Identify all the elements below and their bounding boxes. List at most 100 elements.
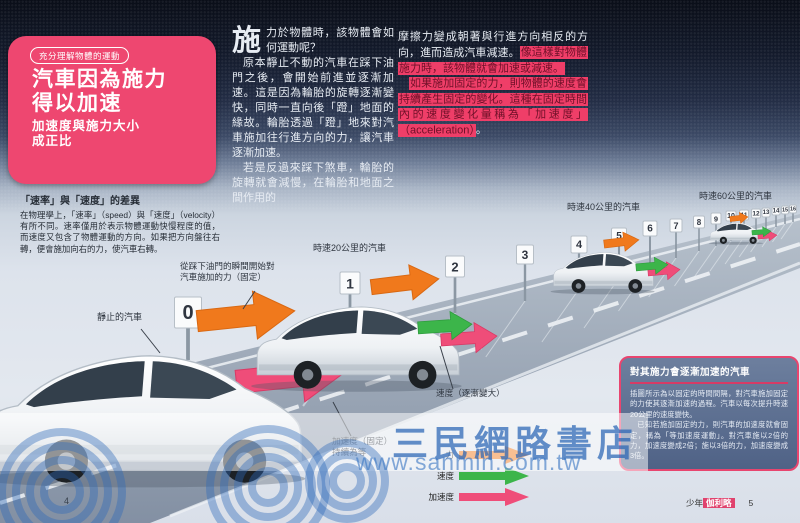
sign-plate bbox=[693, 215, 705, 229]
intro-paragraph-1: 原本靜止不動的汽車在踩下油門之後，會開始前進並逐漸加速。這是因為輪胎的旋轉逐漸變… bbox=[232, 57, 394, 159]
sign-number: 9 bbox=[714, 215, 718, 224]
sign-number: 16 bbox=[790, 207, 796, 213]
speed-arrow-car2 bbox=[417, 310, 473, 341]
sign-plate bbox=[771, 206, 781, 216]
sign-plate bbox=[789, 204, 797, 214]
page-subtitle-line1: 加速度與施力大小 bbox=[32, 119, 141, 133]
sign-number: 4 bbox=[576, 239, 583, 251]
acceleration-arrow-car2 bbox=[440, 321, 498, 354]
info-box-paragraph-1: 插圖所示為以固定的時間間隔，對汽車施加固定的力使其逐漸加速的過程。汽車以每次提升… bbox=[630, 389, 788, 419]
sign-number: 1 bbox=[346, 276, 354, 292]
road-tick-mark bbox=[780, 221, 794, 240]
legend-row-速度: 速度 bbox=[408, 467, 533, 485]
car-label-60kmh: 時速60公里的汽車 bbox=[699, 191, 773, 201]
legend-arrow bbox=[459, 488, 529, 506]
road-tick-mark bbox=[709, 240, 732, 272]
watermark-store-name: 三民網路書店 bbox=[392, 424, 639, 464]
watermark-band bbox=[0, 413, 648, 471]
series-name: 伽利略 bbox=[703, 498, 735, 508]
sign-number: 15 bbox=[782, 208, 788, 214]
road-tick-mark bbox=[541, 288, 580, 343]
legend-label: 速度 bbox=[436, 471, 454, 481]
force-arrow-car2 bbox=[369, 264, 440, 301]
car-label-20kmh: 時速20公里的汽車 bbox=[313, 243, 387, 253]
intro-lead: 施力於物體時，該物體會如何運動呢？ bbox=[232, 25, 394, 57]
page-number-left: 4 bbox=[64, 496, 70, 506]
road-tick-mark bbox=[583, 277, 620, 329]
continued-paragraph-1: 摩擦力變成朝著與行進方向相反的方向，進而造成汽車減速。像這樣對物體施力時，該物體… bbox=[398, 31, 588, 75]
milepost-12: 12 bbox=[738, 208, 761, 258]
info-box-paragraph-2: 已知若施加固定的力，則汽車的加速度就會固定，稱為「等加速度運動」。對汽車施以2倍… bbox=[630, 420, 788, 460]
info-box-title: 對其施力會逐漸加速的汽車 bbox=[630, 367, 751, 378]
sign-number: 14 bbox=[773, 209, 780, 215]
sign-number: 3 bbox=[522, 248, 529, 262]
page-title-line2: 得以加速 bbox=[32, 92, 122, 115]
speed-arrow-car3 bbox=[635, 256, 669, 275]
road-tick-mark bbox=[674, 250, 700, 287]
car-label-40kmh: 時速40公里的汽車 bbox=[567, 202, 641, 212]
speed-vs-velocity-note: 「速率」與「速度」的差異 在物理學上，「速率」（speed）與「速度」（velo… bbox=[20, 192, 220, 255]
series-prefix: 少年 bbox=[686, 498, 704, 508]
sign-plate bbox=[710, 212, 722, 225]
milepost-8: 8 bbox=[674, 215, 705, 287]
speed-callout: 速度（逐漸變大） bbox=[436, 388, 505, 398]
sign-plate bbox=[642, 220, 658, 237]
sign-number: 7 bbox=[673, 221, 678, 231]
sign-number: 0 bbox=[182, 302, 193, 324]
continued-column: 摩擦力變成朝著與行進方向相反的方向，進而造成汽車減速。像這樣對物體施力時，該物體… bbox=[398, 30, 588, 139]
sign-plate bbox=[339, 271, 361, 295]
page-subtitle-line2: 成正比 bbox=[32, 134, 73, 148]
watermark-url: www.sanmin.com.tw bbox=[356, 449, 582, 475]
intro-column: 施力於物體時，該物體會如何運動呢？ 原本靜止不動的汽車在踩下油門之後，會開始前進… bbox=[232, 26, 394, 206]
continued-paragraph-2: 如果施加固定的力，則物體的速度會持續產生固定的變化。這種在固定時間內的速度變化量… bbox=[398, 77, 588, 137]
info-box-rule bbox=[630, 382, 788, 384]
stationary-callout-line bbox=[140, 328, 161, 354]
milepost-16: 16 bbox=[780, 204, 797, 240]
sign-plate bbox=[781, 205, 789, 215]
sign-number: 13 bbox=[763, 210, 770, 216]
milepost-15: 15 bbox=[771, 205, 789, 243]
page-title: 汽車因為施力 得以加速 bbox=[32, 68, 167, 116]
sign-plate bbox=[669, 218, 683, 233]
drop-cap: 施 bbox=[232, 25, 262, 57]
road-tick-mark bbox=[724, 236, 745, 265]
milepost-3: 3 bbox=[485, 244, 534, 358]
road-tick-mark bbox=[771, 223, 786, 243]
speed-callout-line bbox=[439, 345, 454, 390]
force-callout-line bbox=[242, 290, 256, 310]
milepost-13: 13 bbox=[750, 207, 771, 253]
acceleration-arrow-car3 bbox=[647, 261, 681, 281]
milepost-9: 9 bbox=[692, 212, 722, 280]
sign-plate bbox=[516, 244, 534, 265]
sign-number: 12 bbox=[752, 211, 760, 218]
speed-arrow-car4 bbox=[751, 226, 772, 238]
acceleration-arrow-car4 bbox=[757, 230, 778, 242]
sign-number: 8 bbox=[697, 218, 702, 227]
sign-plate bbox=[751, 208, 761, 219]
page-subtitle: 加速度與施力大小 成正比 bbox=[32, 119, 140, 149]
sign-plate bbox=[445, 255, 465, 278]
watermark-logo-arcs bbox=[0, 425, 389, 523]
sign-number: 6 bbox=[647, 224, 653, 235]
sign-number: 5 bbox=[616, 231, 622, 242]
force-arrow-car3 bbox=[603, 231, 640, 252]
road-tick-mark bbox=[485, 300, 526, 358]
force-arrow-car1 bbox=[195, 290, 296, 340]
legend-label: 加速度 bbox=[428, 492, 454, 502]
footer-series: 少年伽利略 5 bbox=[686, 497, 753, 509]
road-tick-mark bbox=[692, 245, 717, 280]
sign-plate bbox=[570, 235, 588, 254]
page-title-line1: 汽車因為施力 bbox=[32, 68, 167, 91]
note-title: 「速率」與「速度」的差異 bbox=[20, 196, 140, 207]
info-box: 對其施力會逐漸加速的汽車 插圖所示為以固定的時間間隔，對汽車施加固定的力使其逐漸… bbox=[619, 356, 799, 471]
sign-plate bbox=[761, 207, 771, 218]
note-body: 在物理學上，「速率」（speed）與「速度」（velocity）有所不同。速率僅… bbox=[20, 210, 220, 254]
section-kicker-badge: 充分理解物體的運動 bbox=[30, 47, 130, 64]
force-callout: 從踩下油門的瞬間開始對 汽車施加的力（固定） bbox=[180, 261, 275, 282]
page-number-right: 5 bbox=[748, 498, 754, 508]
legend-row-加速度: 加速度 bbox=[408, 488, 533, 506]
car-label-stationary: 靜止的汽車 bbox=[97, 312, 143, 322]
force-arrow-car4 bbox=[729, 211, 749, 224]
milepost-14: 14 bbox=[761, 206, 781, 248]
legend-arrow bbox=[459, 467, 529, 485]
